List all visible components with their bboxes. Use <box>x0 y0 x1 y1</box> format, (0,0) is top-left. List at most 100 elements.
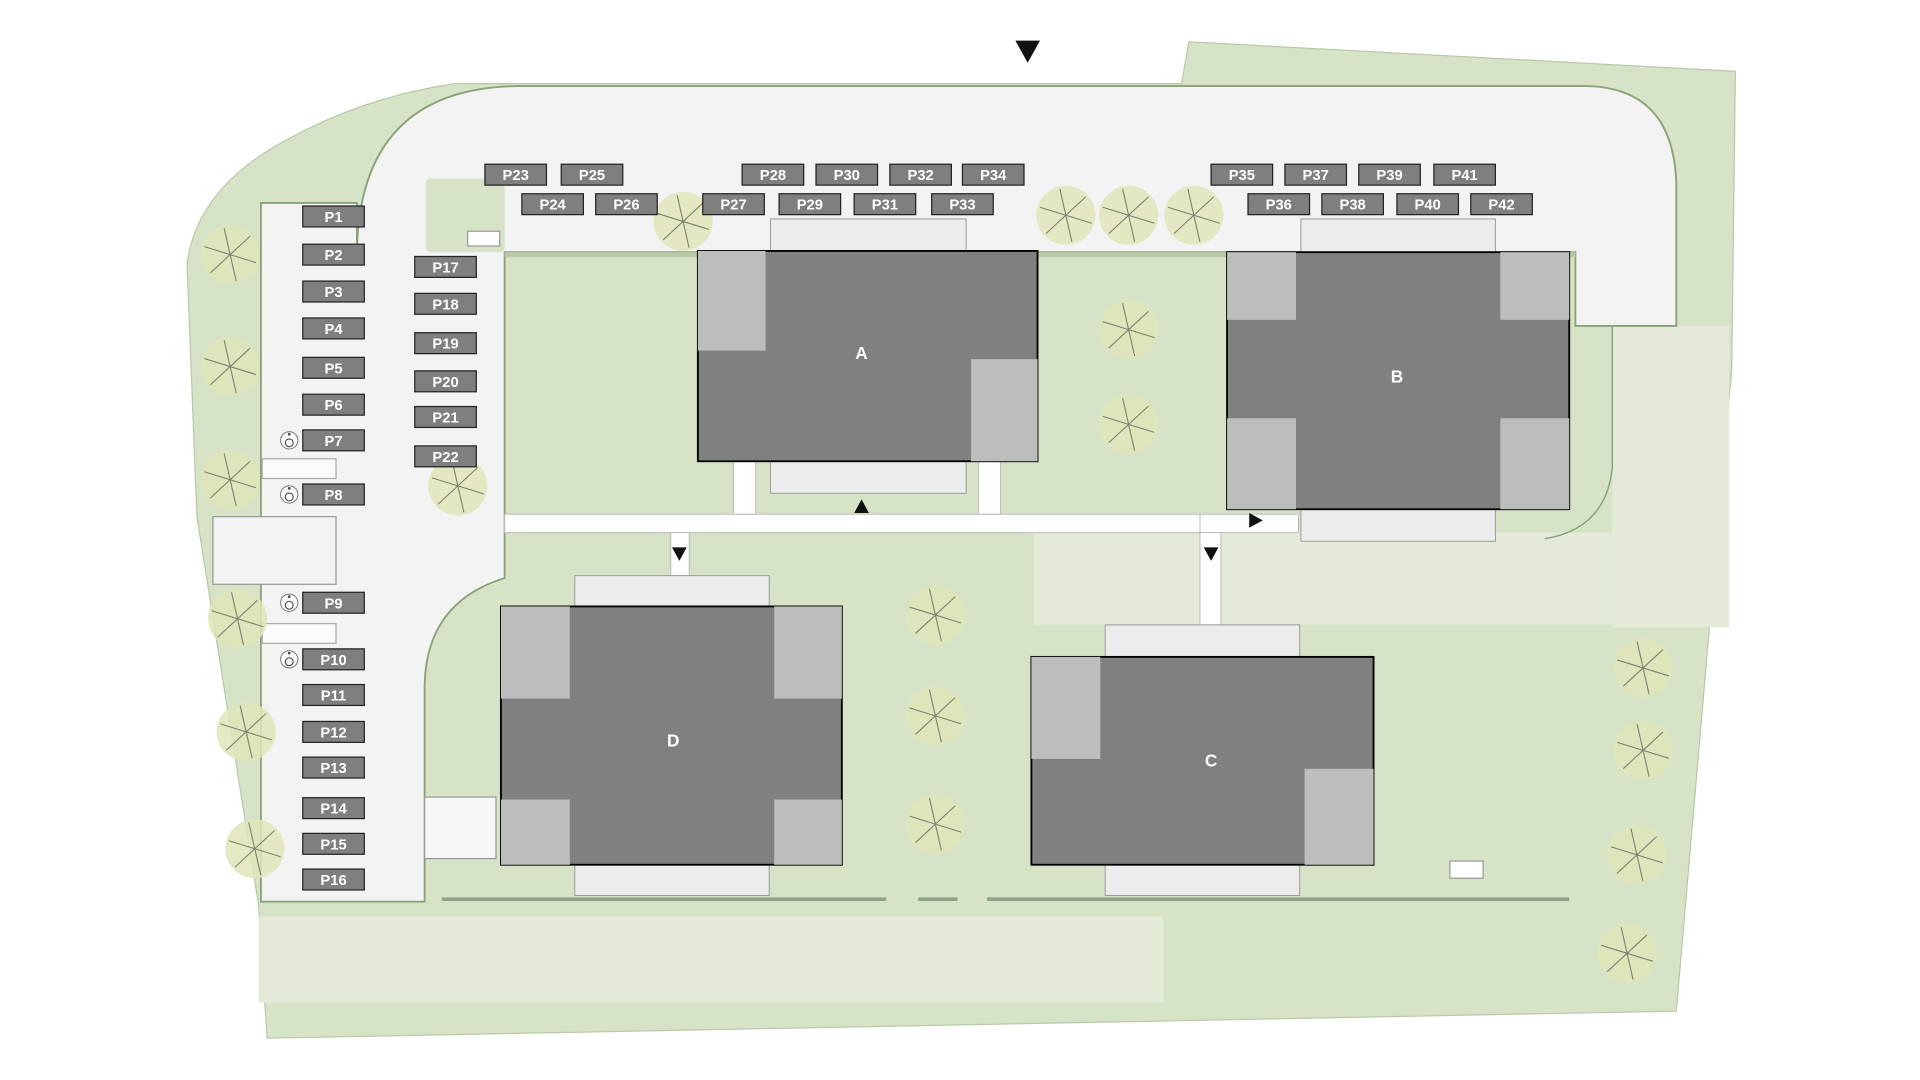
parking-label-box <box>778 193 842 216</box>
parking-label-box <box>1358 163 1421 186</box>
parking-space-p23[interactable]: P23 <box>484 163 548 186</box>
parking-space-p37[interactable]: P37 <box>1284 163 1348 186</box>
parking-label: P1 <box>325 210 343 226</box>
parking-space-p36[interactable]: P36 <box>1247 193 1311 216</box>
parking-space-p13[interactable]: P13 <box>302 756 365 779</box>
parking-label-box <box>931 193 994 216</box>
parking-space-p24[interactable]: P24 <box>521 193 584 216</box>
parking-label-box <box>595 193 658 216</box>
tree-icon <box>1099 394 1159 454</box>
parking-label: P28 <box>760 168 786 184</box>
parking-space-p11[interactable]: P11 <box>302 683 365 707</box>
tree-icon <box>905 794 965 854</box>
parking-label-box <box>302 756 365 779</box>
parking-label-box <box>302 868 365 891</box>
parking-space-p14[interactable]: P14 <box>302 797 365 820</box>
parking-label-box <box>302 429 365 452</box>
building-c[interactable]: C <box>1030 655 1375 866</box>
parking-space-p39[interactable]: P39 <box>1358 163 1421 186</box>
wheelchair-icon <box>280 650 299 669</box>
parking-space-p3[interactable]: P3 <box>302 280 365 303</box>
parking-space-p26[interactable]: P26 <box>595 193 658 216</box>
tree-icon <box>905 686 965 746</box>
parking-space-p15[interactable]: P15 <box>302 832 365 855</box>
parking-label-box <box>302 243 365 266</box>
parking-label-box <box>414 445 477 468</box>
terraces <box>574 218 1496 896</box>
parking-space-p25[interactable]: P25 <box>560 163 624 186</box>
access-road <box>260 85 1678 903</box>
parking-label-box <box>414 255 477 278</box>
parking-label: P31 <box>872 198 898 214</box>
parking-label: P7 <box>325 434 343 450</box>
parking-label: P33 <box>949 198 975 214</box>
parking-space-p18[interactable]: P18 <box>414 292 477 315</box>
tree-icon <box>1607 825 1667 885</box>
building-wing <box>1227 418 1296 510</box>
parking-space-p20[interactable]: P20 <box>414 370 477 393</box>
parking-label-box <box>741 163 805 186</box>
parking-space-p1[interactable]: P1 <box>302 205 365 228</box>
parking-label: P35 <box>1229 168 1255 184</box>
parking-label: P39 <box>1376 168 1402 184</box>
parking-space-p29[interactable]: P29 <box>778 193 842 216</box>
parking-space-p7[interactable]: P7 <box>280 429 365 452</box>
parking-space-p22[interactable]: P22 <box>414 445 477 468</box>
parking-label: P38 <box>1339 198 1365 214</box>
parking-space-p2[interactable]: P2 <box>302 243 365 266</box>
building-wing <box>1500 252 1570 320</box>
parking-space-p31[interactable]: P31 <box>853 193 917 216</box>
parking-space-p38[interactable]: P38 <box>1321 193 1385 216</box>
parking-space-p32[interactable]: P32 <box>889 163 952 186</box>
parking-space-p28[interactable]: P28 <box>741 163 805 186</box>
parking-space-p10[interactable]: P10 <box>280 648 365 671</box>
entrance-box <box>424 796 497 860</box>
parking-label-box <box>484 163 548 186</box>
parking-space-p41[interactable]: P41 <box>1433 163 1497 186</box>
tree-icon <box>200 450 260 510</box>
parking-space-p8[interactable]: P8 <box>280 483 365 506</box>
parking-space-p9[interactable]: P9 <box>280 591 365 614</box>
arrow-up-icon <box>854 499 869 513</box>
arrow-right-icon <box>1249 512 1263 528</box>
tree-icon <box>1164 185 1224 245</box>
parking-label-box <box>414 332 477 355</box>
parking-label-box <box>414 292 477 315</box>
building-b[interactable]: B <box>1226 251 1571 511</box>
building-label: A <box>855 343 867 363</box>
parking-space-p34[interactable]: P34 <box>961 163 1025 186</box>
building-a[interactable]: A <box>696 250 1039 463</box>
parking-label: P37 <box>1303 168 1329 184</box>
lawn-patch-bottom <box>258 916 1164 1003</box>
building-label: D <box>667 731 679 751</box>
parking-space-p19[interactable]: P19 <box>414 332 477 355</box>
parking-space-p5[interactable]: P5 <box>302 356 365 379</box>
parking-label: P25 <box>579 168 605 184</box>
building-d[interactable]: D <box>500 605 843 866</box>
tree-icon <box>200 337 260 397</box>
tree-icon <box>200 225 260 285</box>
parking-space-p12[interactable]: P12 <box>302 720 365 743</box>
wheelchair-icon <box>280 593 299 612</box>
tree-icon <box>208 589 268 649</box>
parking-space-p27[interactable]: P27 <box>702 193 765 216</box>
parking-space-p6[interactable]: P6 <box>302 393 365 416</box>
parking-space-p35[interactable]: P35 <box>1210 163 1274 186</box>
parking-space-p21[interactable]: P21 <box>414 405 477 429</box>
parking-label-box <box>889 163 952 186</box>
parking-space-p4[interactable]: P4 <box>302 317 365 340</box>
parking-space-p42[interactable]: P42 <box>1470 193 1533 216</box>
parking-space-p30[interactable]: P30 <box>815 163 879 186</box>
parking-label-box <box>1470 193 1533 216</box>
parking-space-p40[interactable]: P40 <box>1396 193 1460 216</box>
parking-space-p16[interactable]: P16 <box>302 868 365 891</box>
parking-label: P32 <box>907 168 933 184</box>
parking-label-box <box>302 683 365 707</box>
parking-label: P9 <box>325 596 343 612</box>
parking-label-box <box>302 280 365 303</box>
parking-label: P29 <box>797 198 823 214</box>
parking-label-box <box>560 163 624 186</box>
parking-space-p33[interactable]: P33 <box>931 193 994 216</box>
parking-space-p17[interactable]: P17 <box>414 255 477 278</box>
